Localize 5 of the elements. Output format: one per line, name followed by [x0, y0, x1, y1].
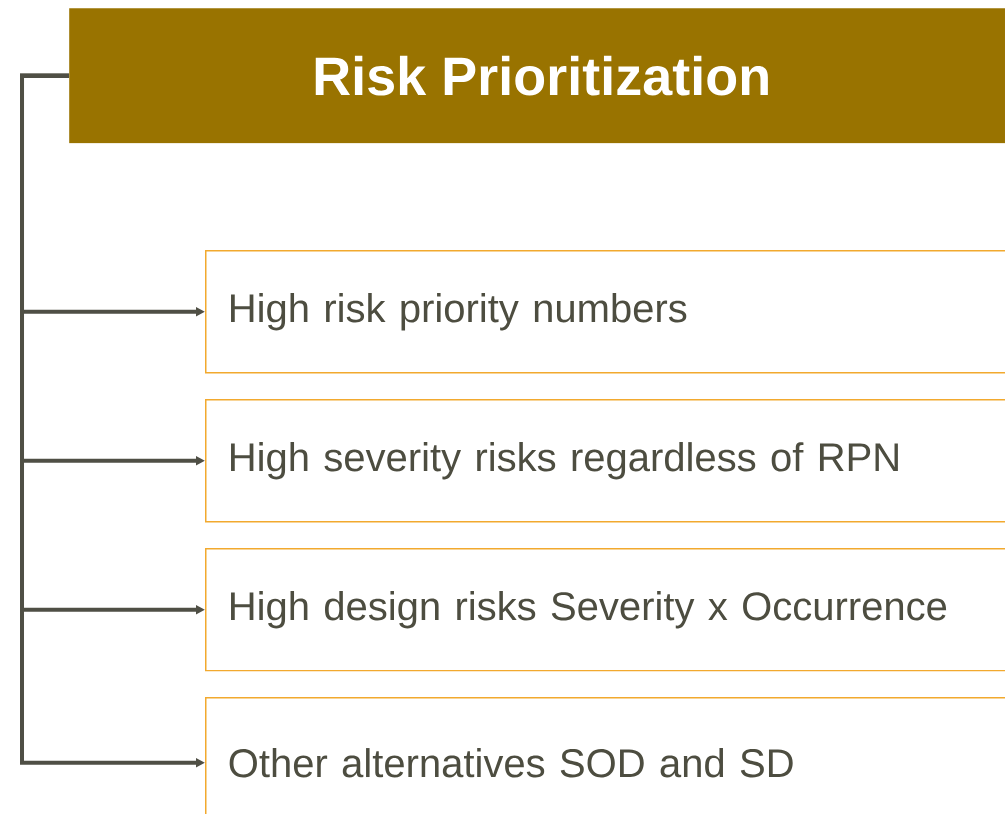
item-box: Other alternatives SOD and SD [205, 697, 1005, 814]
item-box: High severity risks regardless of RPN [205, 399, 1005, 523]
item-box: High design risks Severity x Occurrence [205, 548, 1005, 672]
item-box: High risk priority numbers [205, 250, 1005, 374]
title-banner: Risk Prioritization [69, 8, 1005, 144]
